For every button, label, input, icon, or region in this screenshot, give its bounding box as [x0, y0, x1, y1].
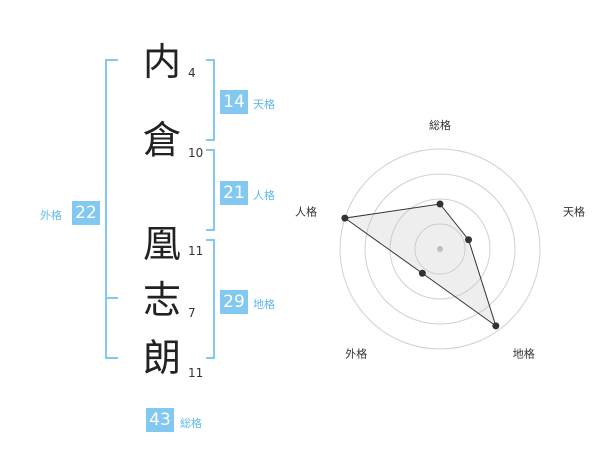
radar-ring-2: [389, 198, 491, 300]
radar-point-3: [418, 269, 426, 277]
radar-point-2: [492, 322, 500, 330]
soukaku-value: 43: [146, 408, 174, 432]
tenkaku-bracket: [206, 59, 215, 141]
radar-point-0: [436, 200, 444, 208]
name-char-2: 倉: [142, 118, 181, 162]
jinkaku-label: 人格: [253, 189, 275, 202]
gaikaku-label: 外格: [40, 209, 62, 222]
name-char-4: 志: [142, 278, 181, 322]
radar-axis-label-1: 天格: [563, 204, 585, 218]
stroke-count-1: 4: [188, 66, 196, 80]
radar-center: [437, 246, 443, 252]
jinkaku-value: 21: [220, 181, 248, 205]
chikaku-bracket: [206, 239, 215, 359]
name-char-1: 内: [142, 40, 181, 84]
jinkaku-bracket: [206, 149, 215, 231]
gaikaku-bracket: [105, 59, 118, 359]
tenkaku-label: 天格: [253, 98, 275, 111]
tenkaku-value: 14: [220, 90, 248, 114]
name-char-5: 朗: [142, 336, 181, 380]
radar-polygon: [343, 203, 497, 328]
gaikaku-value: 22: [72, 201, 100, 225]
radar-point-1: [465, 236, 473, 244]
stroke-count-3: 11: [188, 244, 204, 258]
stroke-count-4: 7: [188, 306, 196, 320]
chikaku-value: 29: [220, 290, 248, 314]
radar-ring-1: [414, 223, 466, 275]
radar-point-4: [341, 214, 349, 222]
radar-axis-label-4: 人格: [295, 204, 317, 218]
soukaku-label: 総格: [180, 417, 202, 430]
radar-axis-label-3: 外格: [345, 347, 367, 361]
chikaku-label: 地格: [253, 298, 275, 311]
stroke-count-2: 10: [188, 146, 204, 160]
radar-ring-3: [364, 173, 516, 325]
radar-axis-label-2: 地格: [513, 347, 535, 361]
radar-ring-4: [339, 148, 541, 350]
name-char-3: 凰: [142, 222, 181, 266]
stroke-count-5: 11: [188, 366, 204, 380]
radar-axis-label-0: 総格: [429, 118, 451, 132]
